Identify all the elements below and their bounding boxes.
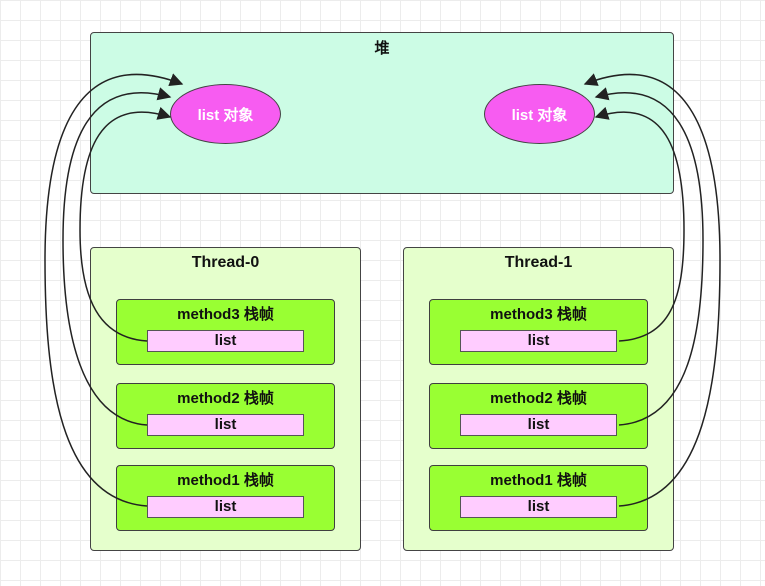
local-var-list: list bbox=[147, 330, 304, 352]
local-var-list: list bbox=[147, 496, 304, 518]
arrow-t0-method2 bbox=[62, 87, 172, 426]
thread-1-stack: Thread-1 method3 栈帧 list method2 栈帧 list… bbox=[403, 247, 674, 551]
local-var-list: list bbox=[460, 496, 617, 518]
heap-title: 堆 bbox=[374, 40, 390, 57]
frame-title: method3 栈帧 bbox=[177, 306, 274, 323]
arrow-t1-method1 bbox=[583, 73, 721, 507]
local-var-list: list bbox=[147, 414, 304, 436]
arrow-t1-method3 bbox=[594, 106, 685, 342]
thread-1-title: Thread-1 bbox=[504, 254, 573, 271]
frame-title: method2 栈帧 bbox=[177, 390, 274, 407]
thread-0-title: Thread-0 bbox=[191, 254, 260, 271]
local-var-list: list bbox=[460, 414, 617, 436]
frame-title: method1 栈帧 bbox=[177, 472, 274, 489]
thread-1-frame-method1: method1 栈帧 list bbox=[429, 465, 648, 531]
thread-0-frame-method3: method3 栈帧 list bbox=[116, 299, 335, 365]
arrow-t0-method3 bbox=[79, 106, 172, 342]
thread-1-frame-method2: method2 栈帧 list bbox=[429, 383, 648, 449]
frame-title: method1 栈帧 bbox=[490, 472, 587, 489]
arrow-t1-method2 bbox=[594, 87, 704, 426]
local-var-list: list bbox=[460, 330, 617, 352]
thread-0-frame-method1: method1 栈帧 list bbox=[116, 465, 335, 531]
frame-title: method2 栈帧 bbox=[490, 390, 587, 407]
thread-1-frame-method3: method3 栈帧 list bbox=[429, 299, 648, 365]
arrow-t0-method1 bbox=[44, 73, 184, 507]
heap-object-list-right: list 对象 bbox=[484, 84, 595, 144]
frame-title: method3 栈帧 bbox=[490, 306, 587, 323]
thread-0-stack: Thread-0 method3 栈帧 list method2 栈帧 list… bbox=[90, 247, 361, 551]
